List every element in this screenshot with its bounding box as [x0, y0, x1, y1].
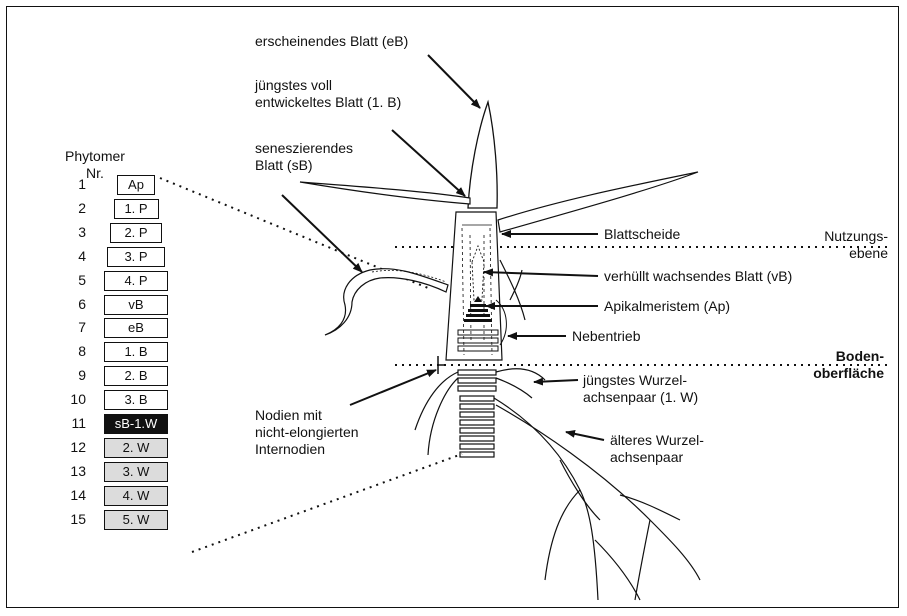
dotted-connector-bottom: [192, 454, 462, 552]
emerging-leaf: [468, 102, 497, 208]
arrow-wurzel1: [534, 380, 578, 382]
label-juengstes-line1: jüngstes voll: [255, 77, 332, 94]
nodes-stack: [458, 370, 496, 457]
senescent-leaf: [325, 269, 448, 335]
label-nutzungsebene-line2: ebene: [770, 245, 888, 262]
arrow-verhuellt: [484, 272, 598, 276]
leaf-blade-right: [498, 172, 698, 232]
arrow-juengstes: [392, 130, 465, 196]
label-boden-line2: oberfläche: [770, 365, 884, 382]
arrow-nodien: [350, 370, 436, 405]
label-nebentrieb: Nebentrieb: [572, 328, 641, 345]
label-apikalmeristem: Apikalmeristem (Ap): [604, 298, 730, 315]
label-boden-line1: Boden-: [770, 348, 884, 365]
label-juengstes-line2: entwickeltes Blatt (1. B): [255, 94, 401, 111]
label-erscheinendes-blatt: erscheinendes Blatt (eB): [255, 33, 408, 50]
leaf-blade-left: [300, 182, 470, 204]
label-juengstes-wurzel-line1: jüngstes Wurzel-: [583, 372, 687, 389]
label-seneszierendes-line1: seneszierendes: [255, 140, 353, 157]
label-seneszierendes-line2: Blatt (sB): [255, 157, 313, 174]
arrow-wurzel2: [566, 432, 604, 440]
nodes-bracket: [438, 356, 446, 374]
label-blattscheide: Blattscheide: [604, 226, 680, 243]
label-nodien-line2: nicht-elongierten: [255, 424, 359, 441]
label-nodien-line1: Nodien mit: [255, 407, 322, 424]
label-juengstes-wurzel-line2: achsenpaar (1. W): [583, 389, 698, 406]
label-verhuellt: verhüllt wachsendes Blatt (vB): [604, 268, 792, 285]
arrow-erscheinendes: [428, 55, 480, 108]
label-aelteres-wurzel-line2: achsenpaar: [610, 449, 683, 466]
label-nodien-line3: Internodien: [255, 441, 325, 458]
label-aelteres-wurzel-line1: älteres Wurzel-: [610, 432, 704, 449]
label-nutzungsebene-line1: Nutzungs-: [770, 228, 888, 245]
arrow-seneszierendes: [282, 195, 362, 272]
